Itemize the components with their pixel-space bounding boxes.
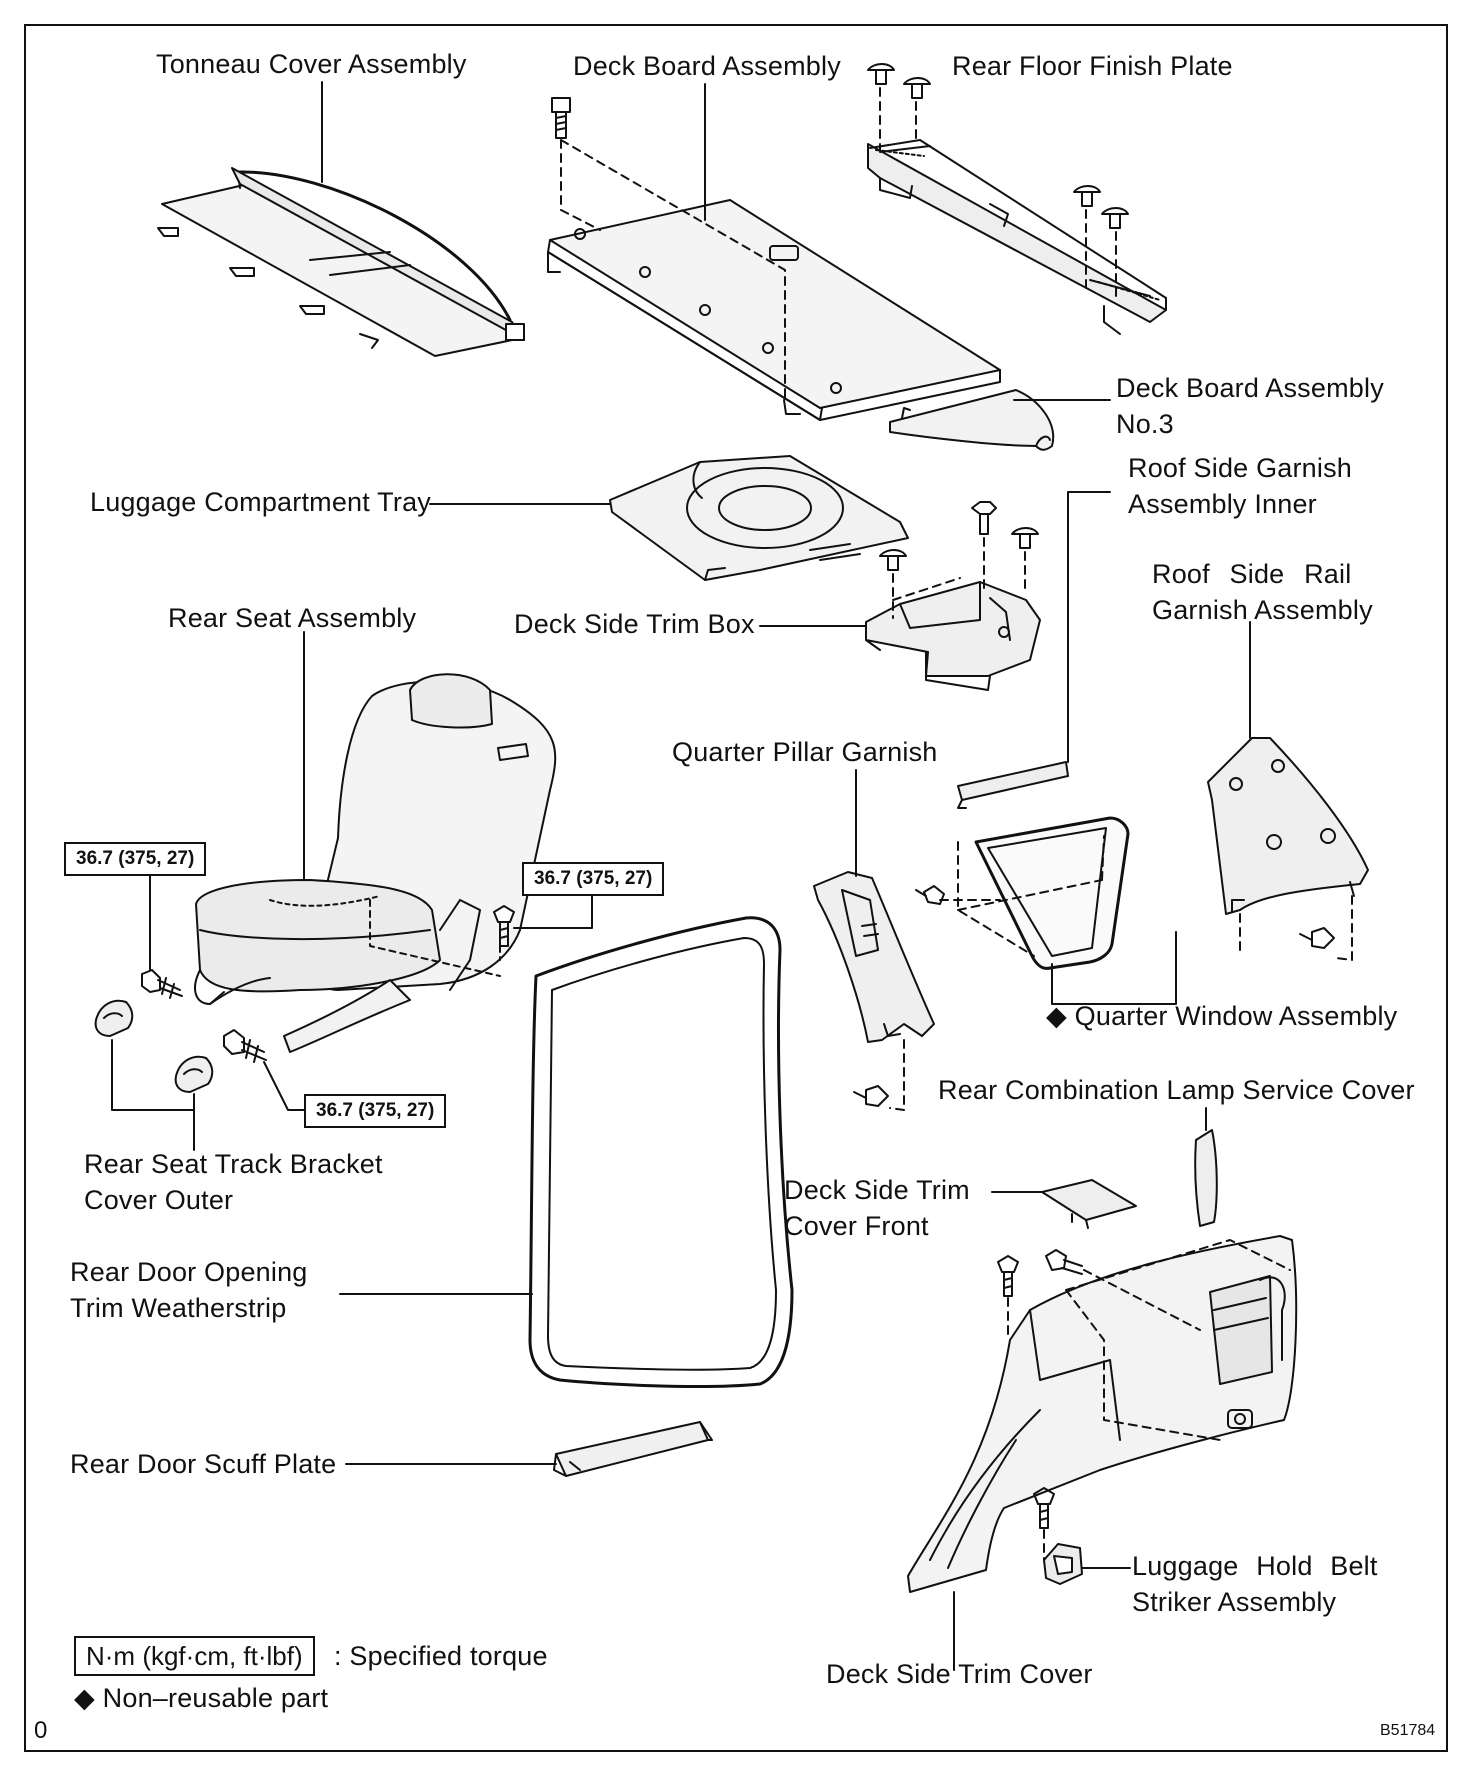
seat-bolt-left (141, 969, 183, 999)
label-track-bracket-line1: Rear Seat Track Bracket (84, 1149, 383, 1179)
label-weatherstrip-line2: Trim Weatherstrip (70, 1293, 287, 1323)
label-deck-board-no3-line1: Deck Board Assembly (1116, 373, 1384, 403)
deck-board-no3-part (889, 389, 1055, 451)
label-rear-comb-lamp: Rear Combination Lamp Service Cover (938, 1075, 1415, 1105)
label-quarter-window: ◆ Quarter Window Assembly (1046, 1001, 1398, 1031)
seat-bolt-right (493, 905, 515, 947)
track-bracket-cover-2 (174, 1055, 214, 1093)
corner-mark: 0 (34, 1717, 48, 1744)
label-roof-side-rail-line1: Roof Side Rail (1152, 559, 1352, 589)
legend-torque-unit-box: N·m (kgf·cm, ft·lbf) (74, 1636, 315, 1676)
label-scuff-plate: Rear Door Scuff Plate (70, 1449, 337, 1479)
label-track-bracket-line2: Cover Outer (84, 1185, 234, 1215)
label-tonneau-cover: Tonneau Cover Assembly (156, 49, 467, 79)
figure-code: B51784 (1380, 1722, 1436, 1739)
label-quarter-pillar: Quarter Pillar Garnish (672, 737, 938, 767)
deck-side-trim-box-part (865, 581, 1041, 691)
label-deck-board-no3-line2: No.3 (1116, 409, 1174, 439)
roof-side-garnish-inner-part (957, 761, 1069, 809)
quarter-window-clip (915, 885, 945, 905)
label-rear-seat: Rear Seat Assembly (168, 603, 417, 633)
leader-torque-2 (513, 891, 593, 929)
pillar-garnish-clip (853, 1085, 889, 1107)
leader-track-bracket (111, 1039, 195, 1151)
deck-side-trim-cover-front-part (1041, 1179, 1137, 1229)
finish-plate-clips (867, 63, 1129, 229)
label-deck-side-trim-box: Deck Side Trim Box (514, 609, 755, 639)
tonneau-cover-part (157, 167, 525, 357)
quarter-window-part (974, 816, 1130, 970)
label-luggage-tray: Luggage Compartment Tray (90, 487, 431, 517)
torque-box-right: 36.7 (375, 27) (522, 862, 665, 896)
label-roof-side-rail-line2: Garnish Assembly (1152, 595, 1373, 625)
legend-torque-text: : Specified torque (334, 1641, 548, 1671)
seat-bolt-center (223, 1029, 267, 1063)
rail-garnish-clip (1299, 927, 1335, 949)
weatherstrip-part (528, 916, 794, 1389)
label-roof-side-inner-line1: Roof Side Garnish (1128, 453, 1353, 483)
rear-floor-finish-plate-part (867, 139, 1167, 335)
trim-cover-bolts (997, 1249, 1083, 1529)
deck-board-bolt (551, 97, 571, 139)
label-deck-board: Deck Board Assembly (573, 51, 841, 81)
deck-board-part (547, 199, 1001, 421)
label-trim-front-line2: Cover Front (784, 1211, 929, 1241)
rear-seat-part (194, 673, 557, 1053)
diagram-frame (24, 24, 1448, 1752)
leader-torque-3 (263, 1061, 305, 1111)
torque-box-left: 36.7 (375, 27) (64, 842, 207, 876)
luggage-tray-part (609, 455, 909, 581)
track-bracket-cover-1 (94, 999, 134, 1037)
belt-striker-part (1043, 1543, 1083, 1585)
label-belt-striker-line2: Striker Assembly (1132, 1587, 1337, 1617)
quarter-pillar-garnish-part (813, 871, 935, 1043)
roof-side-rail-garnish-part (1207, 737, 1369, 915)
rear-comb-lamp-cover-part (1194, 1129, 1218, 1227)
label-belt-striker-line1: Luggage Hold Belt (1132, 1551, 1378, 1581)
torque-box-bottom: 36.7 (375, 27) (304, 1094, 447, 1128)
leader-roof-side-inner (1067, 491, 1111, 763)
nonreusable-mark: ◆ (1046, 1001, 1067, 1031)
trim-box-fasteners (879, 501, 1039, 571)
label-trim-front-line1: Deck Side Trim (784, 1175, 970, 1205)
legend-nonreusable: ◆ Non–reusable part (74, 1683, 329, 1713)
label-deck-side-trim-cover: Deck Side Trim Cover (826, 1659, 1093, 1689)
label-rear-floor-finish-plate: Rear Floor Finish Plate (952, 51, 1233, 81)
label-weatherstrip-line1: Rear Door Opening (70, 1257, 308, 1287)
label-roof-side-inner-line2: Assembly Inner (1128, 489, 1317, 519)
deck-side-trim-cover-part (907, 1235, 1298, 1593)
scuff-plate-part (553, 1421, 713, 1477)
leader-quarter-window (1051, 931, 1177, 1005)
nonreusable-symbol: ◆ (74, 1683, 95, 1713)
